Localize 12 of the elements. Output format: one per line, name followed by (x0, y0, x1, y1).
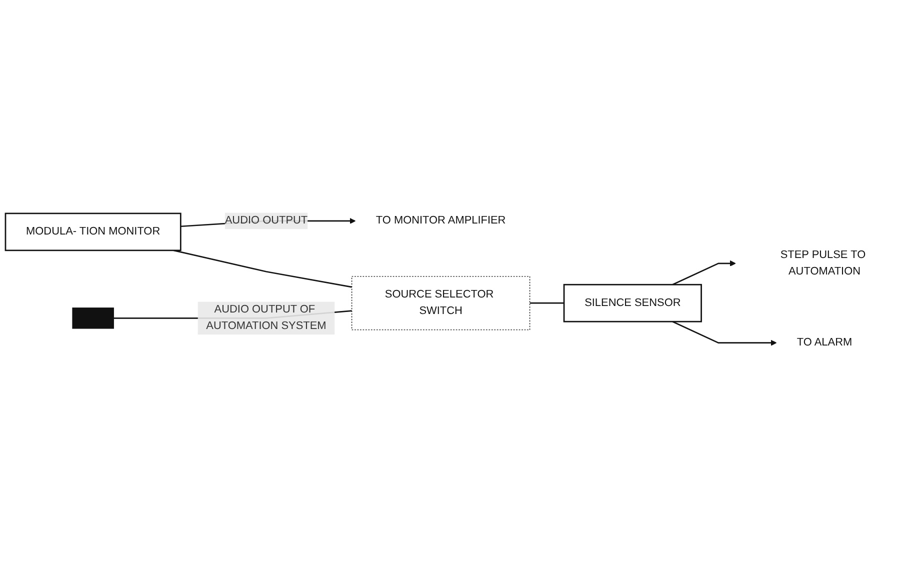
arrow (672, 260, 736, 286)
node-text: TO MONITOR AMPLIFIER (376, 214, 506, 227)
node-box (72, 308, 114, 329)
node-box: SILENCE SENSOR (563, 284, 702, 322)
edge-label: AUDIO OUTPUT (224, 214, 308, 227)
arrow (672, 321, 777, 346)
node-box: MODULA- TION MONITOR (4, 212, 182, 252)
node-text: TO ALARM (796, 336, 852, 348)
node-box: SOURCE SELECTOR SWITCH (351, 276, 530, 330)
connector (530, 302, 564, 304)
node-text: STEP PULSE TO AUTOMATION (780, 249, 866, 278)
edge-label: AUDIO OUTPUT OF AUTOMATION SYSTEM (206, 304, 326, 332)
